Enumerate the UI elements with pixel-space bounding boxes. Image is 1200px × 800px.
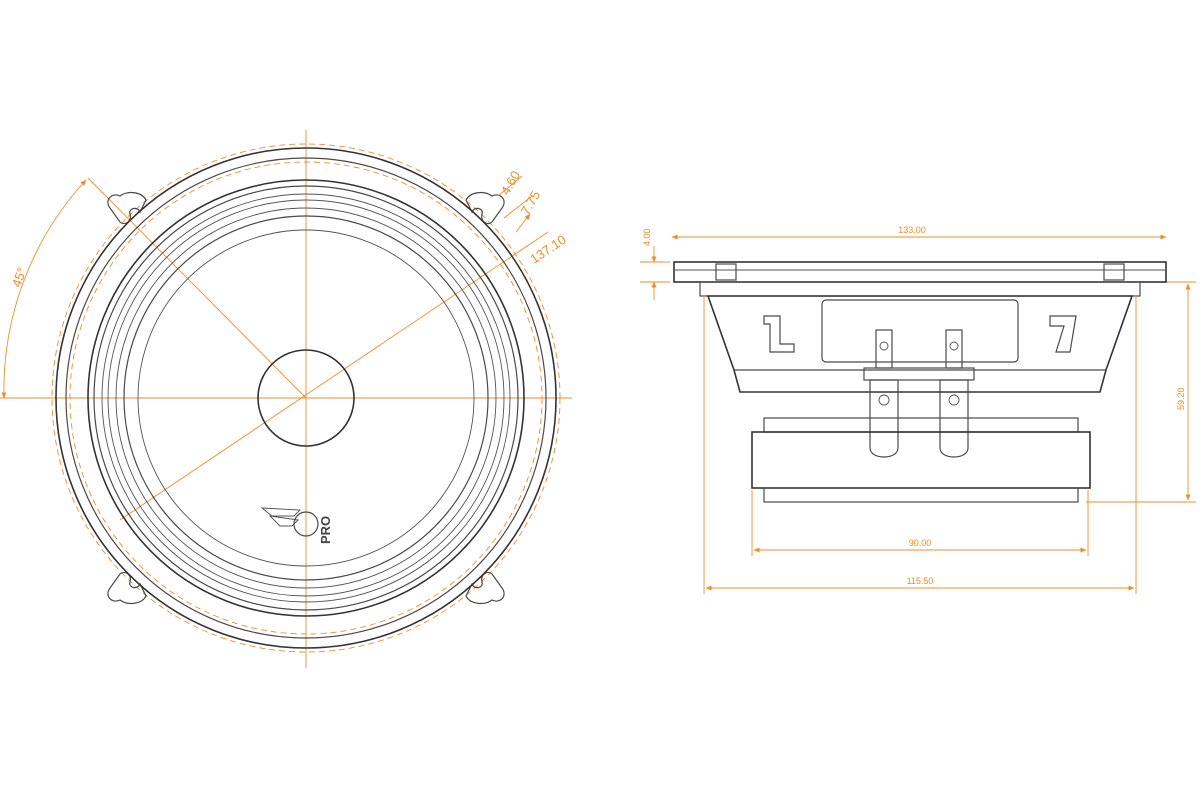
front-view: 45° 4.60 7.75 137.10 PRO [0, 130, 572, 668]
terminal-tab-left [875, 329, 893, 369]
terminal-rivet-right [948, 394, 960, 406]
dim-a-line [497, 175, 523, 197]
cone-ring [137, 229, 475, 567]
mounting-tab-top-left [107, 191, 147, 225]
surround-ring-5 [115, 207, 497, 589]
terminal-lead-left [869, 379, 899, 458]
surround-ring-4 [107, 199, 505, 597]
terminal-tab-right [945, 329, 963, 369]
mounting-tab-bottom-left [107, 571, 147, 605]
cone-outer-ring [123, 215, 489, 581]
dim-b-line [503, 195, 533, 219]
flange-tab-right [1103, 263, 1125, 281]
basket-window [821, 299, 1019, 363]
dim-a-label: 4.60 [498, 168, 524, 197]
surround-ring-2 [93, 185, 519, 611]
dim-basket-width-label: 115.50 [907, 576, 934, 586]
terminal-hole-left [879, 341, 889, 351]
angle-arc [1, 179, 87, 399]
magnet-top-plate [763, 417, 1079, 433]
dust-cap [257, 349, 355, 447]
flange [673, 261, 1167, 283]
logo-wing-icon [260, 507, 302, 527]
dim-magnet-width-label: 90.00 [909, 538, 932, 548]
dim-b-label: 7.75 [518, 188, 544, 217]
dim-diameter-label: 137.10 [527, 232, 568, 267]
terminals [863, 329, 975, 458]
dim-b-arrow [515, 213, 531, 233]
logo-circle-icon [293, 511, 319, 537]
angle-reference-line [87, 177, 307, 399]
basket-rim [699, 281, 1141, 297]
basket-body [706, 295, 1134, 393]
side-view: 133.00 4.00 59.20 [640, 225, 1196, 594]
basket-emblem-left [763, 315, 795, 353]
dim-top-width-label: 133.00 [898, 225, 926, 235]
surround-ring-3 [101, 193, 511, 603]
terminal-lead-right [939, 379, 969, 458]
diameter-line [119, 231, 549, 521]
dim-flange-height-label: 4.00 [642, 228, 652, 246]
basket-emblem-right [1049, 315, 1077, 353]
magnet [751, 431, 1091, 489]
terminal-board [863, 367, 975, 381]
logo-text: PRO [318, 516, 333, 544]
flange-tab-left [715, 263, 737, 281]
mounting-circle-outer [51, 143, 561, 653]
angle-label: 45° [9, 265, 30, 289]
mounting-tab-bottom-right [465, 571, 505, 605]
surround-outer-ring [87, 179, 525, 617]
dim-depth-label: 59.20 [1176, 387, 1186, 410]
terminal-hole-right [949, 341, 959, 351]
brand-logo: PRO [260, 507, 333, 544]
mounting-tabs [107, 191, 505, 605]
terminal-rivet-left [878, 394, 890, 406]
mounting-tab-top-right [465, 191, 505, 225]
magnet-back-plate [763, 487, 1079, 503]
